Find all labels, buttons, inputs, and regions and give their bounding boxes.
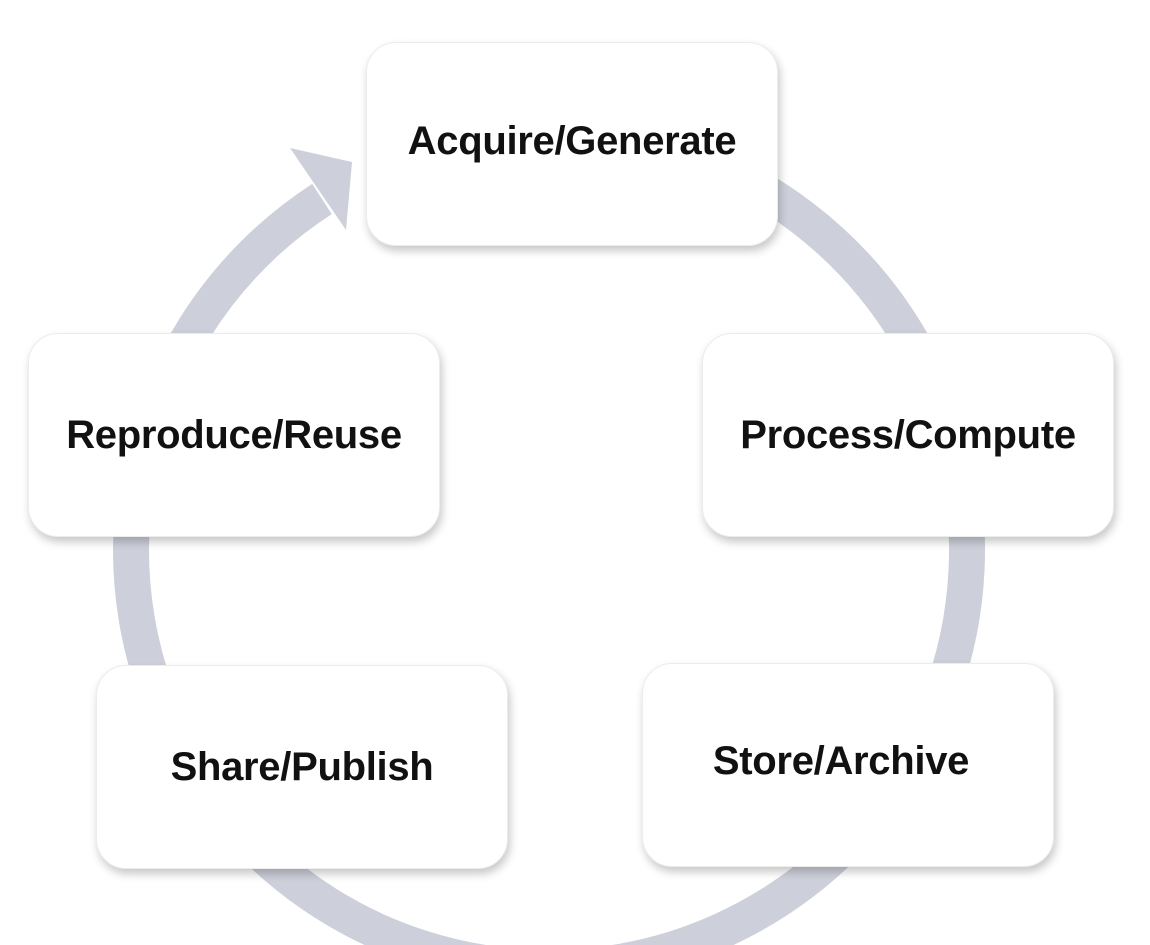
stage-store-archive: Store/Archive [642,663,1054,867]
cycle-arrowhead-icon [290,148,352,230]
stage-acquire-generate: Acquire/Generate [366,42,778,246]
stage-label: Process/Compute [740,412,1076,457]
stage-label: Reproduce/Reuse [66,412,402,457]
stage-label: Share/Publish [170,744,434,789]
stage-share-publish: Share/Publish [96,665,508,869]
stage-reproduce-reuse: Reproduce/Reuse [28,333,440,537]
stage-process-compute: Process/Compute [702,333,1114,537]
stage-label: Store/Archive [712,738,970,783]
stage-label: Acquire/Generate [407,118,737,163]
